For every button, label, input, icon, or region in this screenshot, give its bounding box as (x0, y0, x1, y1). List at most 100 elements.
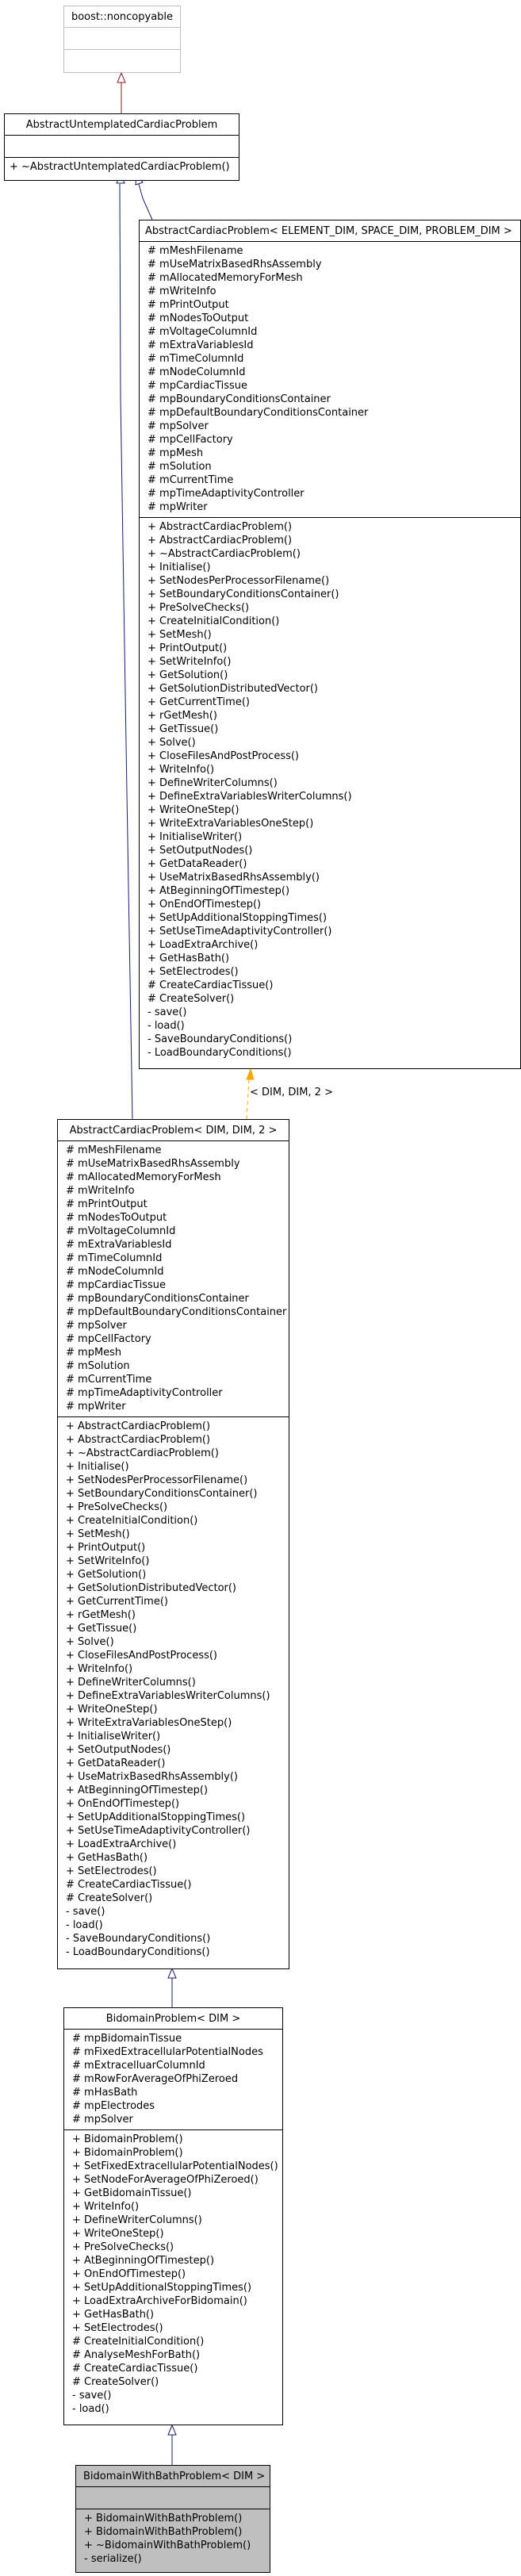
attribute-entry: # mpTimeAdaptivityController (147, 488, 305, 500)
class-name: boost::noncopyable (64, 6, 180, 28)
class-box-bidomain-with-bath[interactable]: BidomainWithBathProblem< DIM > + Bidomai… (75, 2465, 270, 2573)
method-entry: + DefineWriterColumns() (66, 1677, 196, 1689)
method-entry: + GetDataReader() (147, 858, 247, 870)
method-entry: + WriteOneStep() (66, 1704, 158, 1715)
method-entry: + UseMatrixBasedRhsAssembly() (147, 872, 320, 884)
attribute-entry: # mWriteInfo (147, 286, 216, 297)
methods-section: + BidomainProblem()+ BidomainProblem()+ … (64, 2130, 282, 2419)
attribute-entry: # mUseMatrixBasedRhsAssembly (147, 259, 322, 270)
edge-instance-to-untemplated (119, 183, 133, 1120)
attribute-entry: # mNodesToOutput (66, 1212, 167, 1224)
method-entry: + LoadExtraArchive() (66, 1838, 177, 1850)
method-entry: + CreateInitialCondition() (147, 615, 280, 627)
attribute-entry: # mNodeColumnId (66, 1266, 164, 1278)
attribute-entry: # mpCellFactory (66, 1333, 151, 1345)
method-entry: - serialize() (84, 2553, 142, 2565)
class-name: AbstractCardiacProblem< DIM, DIM, 2 > (58, 1120, 289, 1141)
attribute-entry: # mExtraVariablesId (66, 1239, 172, 1251)
method-entry: - save() (66, 1906, 105, 1918)
class-box-abstract-template[interactable]: AbstractCardiacProblem< ELEMENT_DIM, SPA… (139, 220, 521, 1069)
method-entry: - load() (72, 2403, 109, 2415)
attribute-entry: # mPrintOutput (147, 299, 229, 311)
method-entry: # AnalyseMeshForBath() (72, 2349, 201, 2361)
method-entry: + GetCurrentTime() (66, 1596, 168, 1608)
method-entry: + SetWriteInfo() (66, 1555, 150, 1567)
method-entry: + SetElectrodes() (66, 1865, 157, 1877)
attribute-entry: # mUseMatrixBasedRhsAssembly (66, 1158, 240, 1170)
method-entry: + PrintOutput() (66, 1542, 146, 1554)
method-entry: + SetBoundaryConditionsContainer() (147, 588, 339, 600)
attribute-entry: # mRowForAverageOfPhiZeroed (72, 2073, 239, 2085)
method-entry: + ~BidomainWithBathProblem() (84, 2540, 251, 2551)
attribute-entry: # mpWriter (147, 501, 208, 513)
method-entry: + SetWriteInfo() (147, 656, 232, 668)
attribute-entry: # mCurrentTime (66, 1374, 152, 1386)
arrowhead-hollow-icon (117, 71, 126, 83)
attribute-entry: # mpWriter (66, 1401, 126, 1413)
attribute-entry: # mNodesToOutput (147, 312, 249, 324)
method-entry: + CloseFilesAndPostProcess() (66, 1650, 218, 1662)
method-entry: + rGetMesh() (66, 1609, 136, 1621)
methods-section: + ~AbstractUntemplatedCardiacProblem() (5, 158, 239, 177)
class-box-abstract-instance[interactable]: AbstractCardiacProblem< DIM, DIM, 2 > # … (57, 1119, 289, 1969)
method-entry: + WriteExtraVariablesOneStep() (66, 1717, 232, 1729)
method-entry: + AbstractCardiacProblem() (147, 535, 293, 546)
method-entry: + GetHasBath() (147, 953, 230, 964)
attribute-entry: # mHasBath (72, 2087, 138, 2099)
method-entry: + SetUseTimeAdaptivityController() (66, 1825, 251, 1837)
arrowhead-filled-icon (246, 1068, 255, 1080)
attributes-section (5, 136, 239, 158)
attributes-section (64, 28, 180, 50)
method-entry: + DefineExtraVariablesWriterColumns() (66, 1690, 270, 1702)
attribute-entry: # mPrintOutput (66, 1198, 147, 1210)
attribute-entry: # mpCardiacTissue (66, 1279, 167, 1291)
method-entry: + SetNodeForAverageOfPhiZeroed() (72, 2174, 259, 2186)
attribute-entry: # mpCardiacTissue (147, 380, 248, 392)
attribute-entry: # mTimeColumnId (66, 1252, 163, 1264)
method-entry: + ~AbstractCardiacProblem() (66, 1447, 219, 1459)
method-entry: + AbstractCardiacProblem() (147, 521, 293, 533)
method-entry: + SetElectrodes() (72, 2322, 163, 2334)
method-entry: + Initialise() (66, 1461, 129, 1473)
method-entry: # CreateCardiacTissue() (66, 1879, 192, 1891)
attributes-section (76, 2487, 270, 2509)
method-entry: + OnEndOfTimestep() (66, 1798, 180, 1810)
method-entry: + OnEndOfTimestep() (147, 899, 262, 910)
class-box-untemplated[interactable]: AbstractUntemplatedCardiacProblem + ~Abs… (4, 113, 239, 181)
attributes-section: # mMeshFilename# mUseMatrixBasedRhsAssem… (140, 242, 520, 518)
method-entry: + CreateInitialCondition() (66, 1515, 198, 1527)
class-box-noncopyable[interactable]: boost::noncopyable (63, 6, 181, 73)
method-entry: + SetMesh() (147, 629, 212, 641)
method-entry: + InitialiseWriter() (66, 1731, 161, 1742)
method-entry: + CloseFilesAndPostProcess() (147, 750, 300, 762)
method-entry: + PreSolveChecks() (147, 602, 250, 614)
method-entry: + SetFixedExtracellularPotentialNodes() (72, 2160, 278, 2172)
attribute-entry: # mpDefaultBoundaryConditionsContainer (66, 1306, 287, 1318)
attribute-entry: # mNodeColumnId (147, 366, 246, 378)
method-entry: + AtBeginningOfTimestep() (147, 885, 290, 897)
method-entry: + GetHasBath() (72, 2309, 155, 2321)
method-entry: + WriteInfo() (147, 764, 215, 776)
method-entry: - LoadBoundaryConditions() (147, 1047, 292, 1059)
method-entry: + GetSolutionDistributedVector() (147, 683, 319, 695)
method-entry: - load() (147, 1020, 185, 1032)
method-entry: + PrintOutput() (147, 642, 228, 654)
method-entry: + WriteInfo() (66, 1663, 133, 1675)
edge-template-to-untemplated (138, 183, 153, 220)
class-box-bidomain[interactable]: BidomainProblem< DIM > # mpBidomainTissu… (63, 2007, 283, 2425)
method-entry: + UseMatrixBasedRhsAssembly() (66, 1771, 238, 1783)
attribute-entry: # mSolution (147, 461, 212, 473)
method-entry: + BidomainWithBathProblem() (84, 2526, 243, 2538)
class-name: BidomainProblem< DIM > (64, 2008, 282, 2030)
method-entry: + GetSolution() (66, 1569, 147, 1581)
method-entry: - SaveBoundaryConditions() (66, 1933, 211, 1945)
method-entry: + SetUpAdditionalStoppingTimes() (66, 1811, 246, 1823)
method-entry: # CreateSolver() (72, 2376, 159, 2388)
attribute-entry: # mpCellFactory (147, 434, 233, 446)
attribute-entry: # mSolution (66, 1360, 130, 1372)
method-entry: + InitialiseWriter() (147, 831, 243, 843)
arrowhead-hollow-icon (167, 2424, 177, 2436)
method-entry: + GetTissue() (66, 1623, 137, 1635)
method-entry: - save() (72, 2390, 112, 2402)
arrowhead-hollow-icon (167, 1967, 177, 1979)
